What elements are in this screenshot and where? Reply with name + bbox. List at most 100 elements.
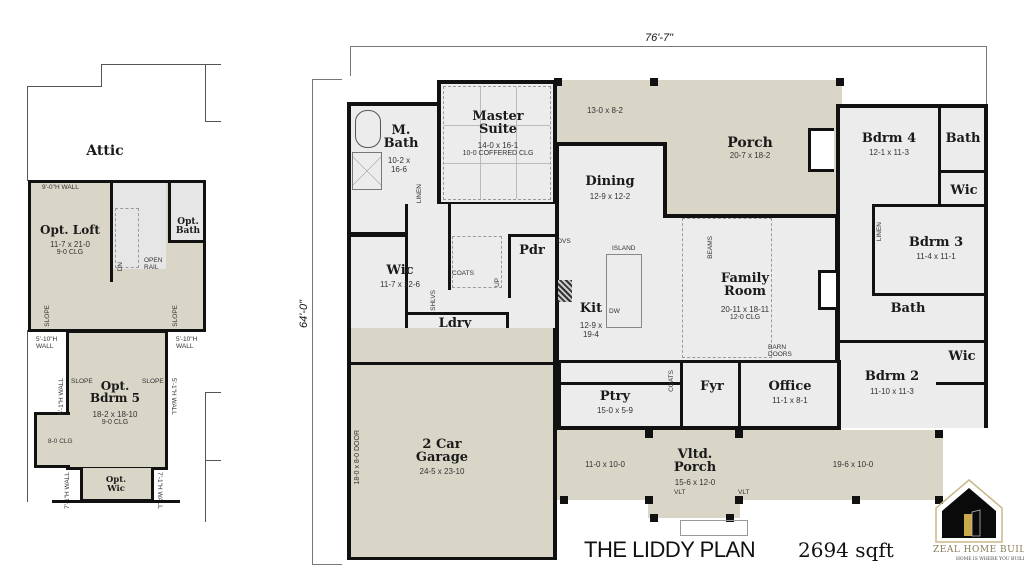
room-name: Wic — [386, 263, 414, 278]
room-name: Family Room — [720, 271, 770, 299]
beams-label: BEAMS — [707, 236, 714, 259]
depth-dimension-line — [312, 79, 313, 565]
cooktop-icon — [558, 280, 572, 302]
wall-height-note: 5'-1"H WALL — [58, 378, 65, 415]
width-dimension: 76'-7" — [645, 32, 674, 44]
room-dims: 19-6 x 10-0 — [832, 460, 874, 469]
attic-outline — [27, 86, 28, 181]
room-dims: 11-1 x 8-1 — [772, 396, 808, 405]
front-porch — [557, 430, 943, 500]
room-dims: 12-9 x 12-2 — [589, 192, 631, 201]
room-name: M. Bath — [383, 123, 419, 151]
open-rail-note: OPEN RAIL — [144, 257, 163, 272]
linen-label: LINEN — [416, 184, 423, 204]
depth-dimension: 64'-0" — [298, 300, 310, 329]
shelves-label: SHLVS — [430, 290, 437, 311]
barn-doors-label: BARN DOORS — [768, 344, 792, 359]
room-name: Bath — [945, 131, 981, 146]
bathtub-icon — [355, 110, 381, 148]
room-name: Pdr — [519, 243, 545, 258]
room-dims: 18-2 x 18-10 — [92, 410, 138, 419]
attic-outline — [205, 64, 206, 122]
attic-outline — [27, 86, 101, 87]
kitchen-island — [606, 254, 642, 328]
room-dims: 14-0 x 16-1 — [477, 141, 519, 150]
room-name: Bdrm 4 — [861, 131, 917, 146]
attic-outline — [101, 64, 102, 87]
wall-height-note: 5'-10"H WALL — [36, 336, 58, 351]
room-opt-bath — [168, 183, 203, 243]
room-dims: 13-0 x 8-2 — [586, 106, 624, 115]
house-door-icon — [935, 479, 1003, 543]
wall-height-note: 5'-1"H WALL — [170, 378, 177, 415]
garage-floor — [351, 365, 553, 557]
front-porch-bump — [648, 500, 740, 518]
wall-height-note: 9'-0"H WALL — [42, 184, 79, 191]
coats-label: COATS — [668, 370, 675, 392]
room-dims: 11-4 x 11-1 — [916, 252, 956, 261]
shower-icon — [352, 152, 382, 190]
attic-outline — [101, 64, 221, 65]
room-dims: 15-0 x 5-9 — [596, 406, 634, 415]
room-name: Opt. Loft — [40, 223, 100, 237]
room-dims: 10-2 x 16-6 — [387, 156, 411, 175]
room-name: Ptry — [599, 389, 631, 404]
stair-direction: UP — [494, 278, 501, 288]
dishwasher-label: DW — [609, 308, 620, 315]
coats-label: COATS — [452, 270, 474, 277]
plan-sqft: 2694 sqft — [798, 538, 894, 562]
room-name: Porch — [727, 135, 773, 151]
room-dims: 24-5 x 23-10 — [419, 467, 465, 476]
room-dims: 11-10 x 11-3 — [870, 387, 914, 396]
room-dims: 12-9 x 19-4 — [579, 321, 603, 340]
room-name: Master Suite — [472, 109, 524, 137]
stair-treads — [115, 208, 139, 268]
room-dims: 11-0 x 10-0 — [585, 460, 625, 469]
ovens-label: OVS — [557, 238, 571, 245]
width-dimension-line — [350, 46, 986, 47]
alcove — [34, 412, 70, 468]
ceiling-beams — [682, 218, 772, 358]
slope-note: SLOPE — [71, 378, 93, 385]
attic-outline — [205, 121, 221, 122]
room-name: Ldry — [438, 316, 472, 331]
room-dims: 11-7 x 21-0 — [50, 240, 90, 249]
room-name: Bdrm 3 — [908, 235, 964, 250]
room-dining — [555, 142, 667, 362]
room-name: Opt. Wic — [105, 475, 127, 494]
wall-height-note: 7'-1"H WALL — [64, 472, 71, 509]
ceiling-note: 12-0 CLG — [729, 314, 761, 321]
front-rooms — [557, 360, 841, 430]
room-name: Bdrm 2 — [864, 369, 920, 384]
ceiling-note: 9-0 CLG — [101, 419, 129, 426]
fireplace-outdoor — [808, 128, 834, 172]
plan-title: THE LIDDY PLAN — [584, 537, 756, 562]
vault-label: VLT — [674, 489, 686, 496]
room-name: Fyr — [700, 379, 724, 394]
room-dims: 11-7 x 12-6 — [380, 280, 420, 289]
stair-treads — [452, 236, 502, 288]
ceiling-note: 8-0 CLG — [48, 438, 73, 445]
room-dims: 15-6 x 12-0 — [674, 478, 716, 487]
ceiling-note: 9-0 CLG — [56, 249, 84, 256]
room-name: Wic — [948, 349, 976, 364]
bedroom-wing — [836, 104, 988, 428]
island-label: ISLAND — [612, 245, 636, 252]
wall-height-note: 7'-1"H WALL — [156, 472, 163, 509]
room-name: Vltd. Porch — [673, 447, 717, 475]
ceiling-note: 10-0 COFFERED CLG — [462, 150, 534, 157]
room-name: Dining — [585, 174, 635, 189]
stair-direction: DN — [117, 262, 124, 272]
linen-label: LINEN — [876, 222, 883, 242]
room-name: Opt. Bath — [175, 217, 201, 236]
room-name: Opt. Bdrm 5 — [89, 379, 141, 405]
garage-door-label: 18-0 x 8-0 DOOR — [354, 430, 361, 485]
slope-note: SLOPE — [142, 378, 164, 385]
room-dims: 12-1 x 11-3 — [869, 148, 909, 157]
room-dims: 20-11 x 18-11 — [720, 305, 770, 314]
room-name: Bath — [890, 301, 926, 316]
room-dims: 20-7 x 18-2 — [729, 151, 771, 160]
room-name: Office — [768, 379, 812, 394]
room-name: Kit — [579, 301, 603, 316]
coffered-ceiling — [443, 86, 551, 200]
